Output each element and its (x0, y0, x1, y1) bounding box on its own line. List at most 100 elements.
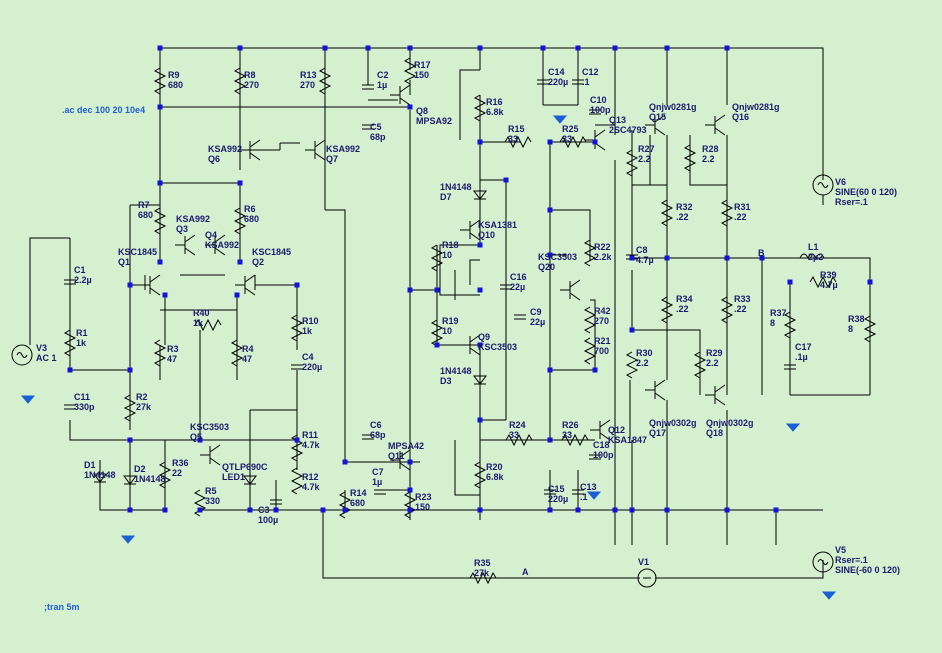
r10-label-0: R10 (302, 316, 319, 326)
junction-18 (162, 292, 168, 298)
q2-label-0: KSC1845 (252, 247, 291, 257)
r7-label-1: 680 (138, 210, 153, 220)
wire-60 (632, 329, 701, 395)
q11-label-0: MPSA42 (388, 441, 424, 451)
d7-label-0: 1N4148 (440, 182, 472, 192)
wire-50 (689, 135, 727, 186)
wire-0 (160, 47, 824, 180)
v3-label-0: V3 (36, 343, 47, 353)
r15-label-1: 33 (508, 134, 518, 144)
r42-symbol (583, 306, 597, 334)
junction-37 (759, 255, 765, 261)
r24-symbol (505, 433, 533, 447)
junction-33 (592, 367, 598, 373)
r5-label-1: 330 (205, 496, 220, 506)
r9-label-0: R9 (168, 70, 180, 80)
d3-label-0: 1N4148 (440, 366, 472, 376)
d1-label-1: 1N4148 (84, 470, 116, 480)
v6-label-2: Rser=.1 (835, 197, 868, 207)
junction-45 (294, 437, 300, 443)
r26-label-0: R26 (562, 420, 579, 430)
wire-109 (655, 560, 824, 579)
v6-symbol (812, 174, 834, 196)
junction-47 (162, 507, 168, 513)
r13-label-1: 270 (300, 80, 315, 90)
c8-label-0: C8 (636, 245, 648, 255)
q6-label-1: Q6 (208, 154, 220, 164)
r19-symbol (430, 319, 444, 347)
wire-95 (99, 460, 165, 511)
r40-label-1: 1k (193, 318, 204, 328)
ac-directive: .ac dec 100 20 10e4 (62, 105, 145, 115)
q1-symbol (140, 274, 161, 296)
led1-label-0: QTLP690C (222, 462, 268, 472)
d3-label-1: D3 (440, 376, 452, 386)
junction-8 (664, 45, 670, 51)
c14-label-0: C14 (548, 67, 565, 77)
net-label-b: B (758, 248, 765, 258)
r19-label-1: 10 (442, 326, 452, 336)
c12-symbol (572, 79, 584, 85)
v5-symbol (812, 551, 834, 573)
junction-19 (477, 139, 483, 145)
v3-label-1: AC 1 (36, 353, 57, 363)
junction-24 (477, 242, 483, 248)
v6-label-0: V6 (835, 177, 846, 187)
r20-symbol (473, 461, 487, 489)
c15-symbol (544, 489, 556, 495)
junction-43 (67, 367, 73, 373)
c16-symbol (500, 284, 512, 290)
r34-symbol (660, 296, 674, 324)
c11-symbol (64, 404, 76, 410)
r21-label-0: R21 (594, 336, 611, 346)
r12-label-1: 4.7k (302, 482, 321, 492)
r5-symbol (193, 489, 207, 517)
r32-symbol (660, 199, 674, 227)
wire-104 (454, 440, 480, 496)
junction-10 (157, 104, 163, 110)
r14-label-0: R14 (350, 488, 367, 498)
r20-label-0: R20 (486, 462, 503, 472)
r15-symbol (504, 135, 532, 149)
r25-symbol (559, 135, 587, 149)
r3-label-1: 47 (167, 354, 177, 364)
junction-54 (407, 459, 413, 465)
c10-symbol (589, 109, 601, 115)
c5-label-1: 68p (370, 132, 386, 142)
r32-label-0: R32 (676, 202, 693, 212)
wire-108 (322, 510, 640, 579)
r30-label-0: R30 (636, 348, 653, 358)
v5-label-1: Rser=.1 (835, 555, 868, 565)
r4-symbol (230, 339, 244, 367)
junction-32 (547, 367, 553, 373)
r39-label-1: 4.7µ (820, 280, 838, 290)
v6-label-1: SINE(60 0 120) (835, 187, 897, 197)
junction-5 (540, 45, 546, 51)
junction-12 (407, 104, 413, 110)
ground-icon (552, 115, 568, 124)
junction-4 (477, 45, 483, 51)
r11-label-1: 4.7k (302, 440, 321, 450)
junction-1 (237, 45, 243, 51)
r11-label-0: R11 (302, 430, 318, 440)
r24-label-1: 33 (509, 430, 519, 440)
junction-42 (127, 437, 133, 443)
r32-label-1: .22 (676, 212, 689, 222)
v1-label-0: V1 (638, 557, 649, 567)
wire-72 (775, 509, 823, 545)
c1-label-0: C1 (74, 265, 86, 275)
r8-label-1: 270 (244, 80, 259, 90)
r28-symbol (683, 144, 697, 172)
r37-label-0: R37 (770, 308, 787, 318)
q4-label-1: KSA992 (205, 240, 239, 250)
r33-label-0: R33 (734, 294, 751, 304)
junction-25 (434, 287, 440, 293)
c14-symbol (537, 79, 549, 85)
r40-symbol (194, 318, 222, 332)
q18-symbol (705, 384, 726, 406)
c10-label-0: C10 (590, 95, 607, 105)
junction-23 (547, 252, 553, 258)
q10-label-1: Q10 (478, 230, 495, 240)
wire-41 (590, 299, 596, 370)
